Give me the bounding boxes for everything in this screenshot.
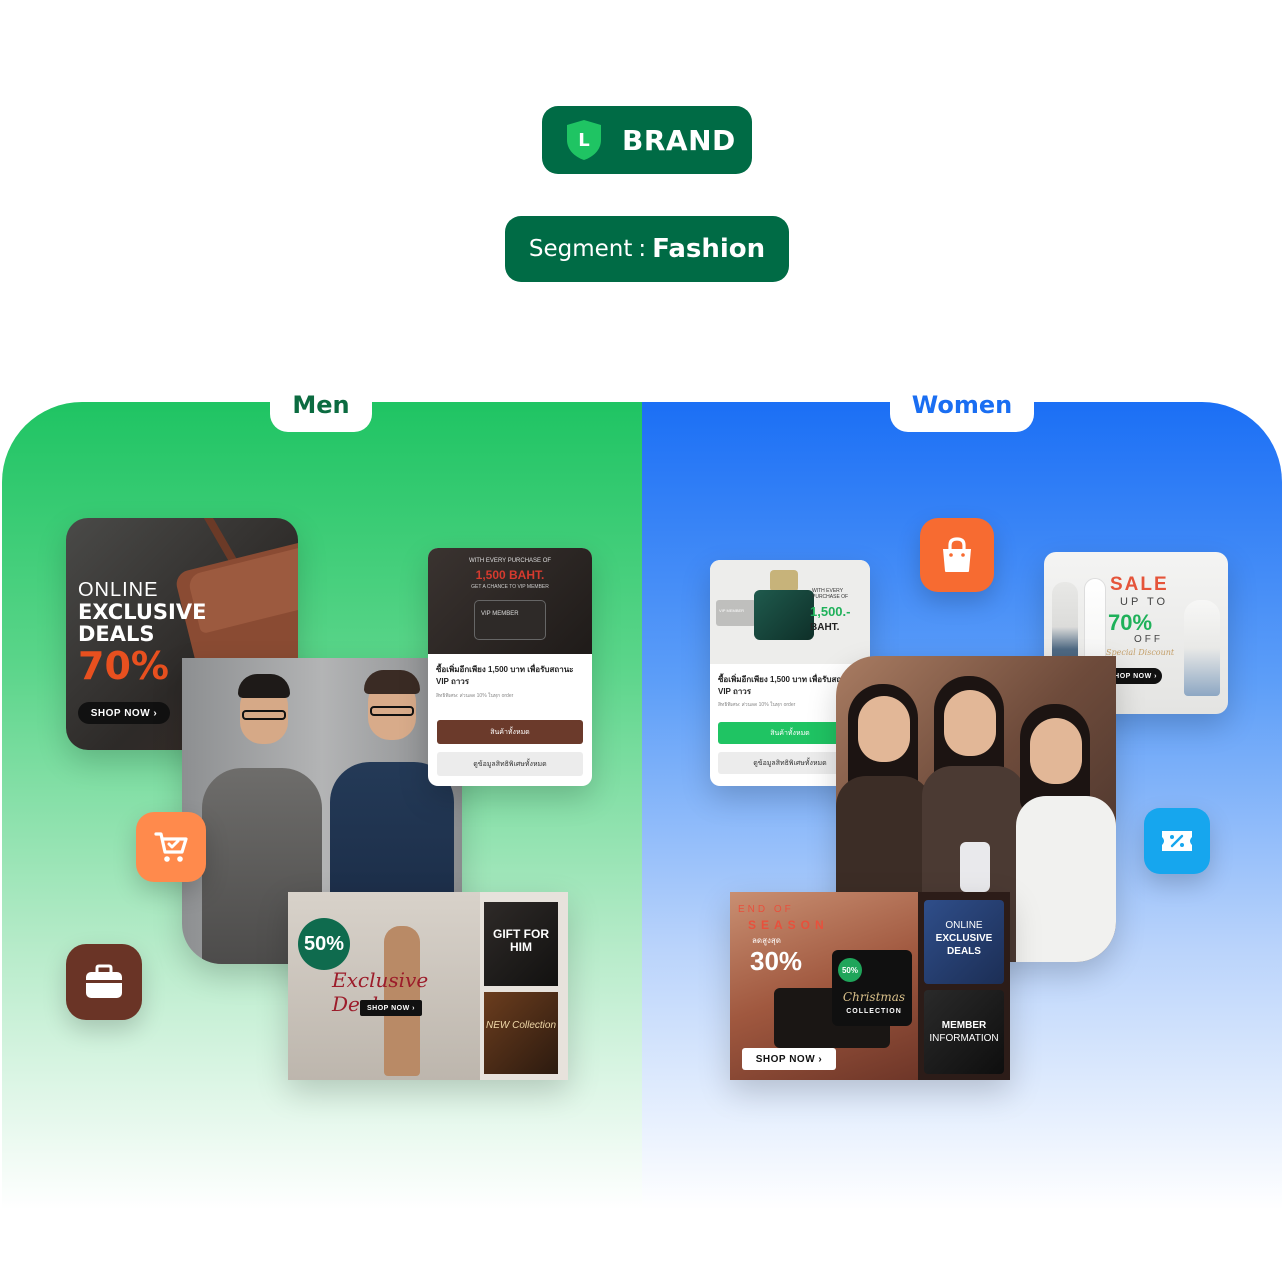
perfume-cap xyxy=(770,570,798,592)
briefcase-icon xyxy=(66,944,142,1020)
brand-logo-letter: L xyxy=(578,130,589,151)
all-products-button[interactable]: สินค้าทั้งหมด xyxy=(437,720,583,744)
sale-percent: 70% xyxy=(1108,610,1153,635)
woman-face xyxy=(1030,718,1082,784)
sale-off: OFF xyxy=(1134,634,1163,645)
bag-banner-text: ONLINE EXCLUSIVE DEALS 70% xyxy=(78,580,206,687)
segment-label: Segment xyxy=(528,236,633,262)
season-shop-now-button[interactable]: SHOP NOW › xyxy=(742,1048,836,1070)
segment-separator: : xyxy=(638,236,647,262)
perfume-currency: BAHT. xyxy=(810,622,840,633)
perfume-note: สิทธิพิเศษ: ส่วนลด 10% ในทุก order xyxy=(718,702,796,708)
shopping-cart-icon xyxy=(136,812,206,882)
bag-line-online: ONLINE xyxy=(78,579,159,601)
season-max-discount: ลดสูงสุด xyxy=(752,936,781,945)
bag-line-exclusive: EXCLUSIVE xyxy=(78,600,207,624)
season-main-image: END OF SEASON ลดสูงสุด 30% 50% Christmas… xyxy=(730,892,918,1080)
shopping-bag-icon-svg xyxy=(943,537,971,572)
smartphone-icon xyxy=(960,842,990,892)
vip-note: สิทธิพิเศษ: ส่วนลด 10% ในทุก order xyxy=(436,693,514,699)
glasses-icon xyxy=(242,710,286,720)
perfume-description: ซื้อเพิ่มอีกเพียง 1,500 บาท เพื่อรับสถาน… xyxy=(718,675,856,696)
deals-discount-badge: 50% xyxy=(298,918,350,970)
men-deals-banner[interactable]: 50% Exclusive Deals SHOP NOW › GIFT FOR … xyxy=(288,892,568,1080)
christmas-discount-badge: 50% xyxy=(838,958,862,982)
tile-member: MEMBER xyxy=(941,1020,987,1031)
new-collection-tile[interactable]: NEW Collection xyxy=(484,992,558,1074)
perfume-header: VIP MEMBER WITH EVERY PURCHASE OF 1,500.… xyxy=(710,560,870,664)
bag-percent: 70% xyxy=(78,644,169,689)
men-vip-card: WITH EVERY PURCHASE OF 1,500 BAHT. GET A… xyxy=(428,548,592,786)
woman-right-outfit xyxy=(1016,796,1116,962)
perfume-line-purchase: WITH EVERY PURCHASE OF xyxy=(812,588,849,600)
perfume-body: ซื้อเพิ่มอีกเพียง 1,500 บาท เพื่อรับสถาน… xyxy=(718,674,864,709)
shopping-bag-icon xyxy=(920,518,994,592)
view-privileges-button[interactable]: ดูข้อมูลสิทธิพิเศษทั้งหมด xyxy=(718,752,862,774)
sale-up-to: UP TO xyxy=(1120,596,1169,608)
season-season: SEASON xyxy=(748,918,829,932)
season-percent: 30% xyxy=(750,946,803,976)
glasses-icon xyxy=(370,706,414,716)
segment-value: Fashion xyxy=(652,234,766,264)
tab-men[interactable]: Men xyxy=(270,378,372,432)
christmas-title: Christmas xyxy=(842,990,906,1004)
new-collection-label: NEW Collection xyxy=(485,1020,557,1031)
tile-exclusive: EXCLUSIVE xyxy=(935,933,993,944)
bag-shop-now-button[interactable]: SHOP NOW › xyxy=(78,702,170,724)
segment-badge: Segment : Fashion xyxy=(505,216,789,282)
tile-online: ONLINE xyxy=(945,920,983,931)
shopping-cart-icon-svg xyxy=(154,832,188,862)
vip-description: ซื้อเพิ่มอีกเพียง 1,500 บาท เพื่อรับสถาน… xyxy=(436,665,574,686)
discount-ticket-icon xyxy=(1144,808,1210,874)
women-sale-banner[interactable]: SALE UP TO 70% OFF Special Discount SHOP… xyxy=(1044,552,1228,714)
model-figure xyxy=(1184,600,1220,696)
all-products-button[interactable]: สินค้าทั้งหมด xyxy=(718,722,862,744)
vip-member-card: VIP MEMBER xyxy=(474,600,546,640)
view-privileges-button[interactable]: ดูข้อมูลสิทธิพิเศษทั้งหมด xyxy=(437,752,583,776)
tab-women[interactable]: Women xyxy=(890,378,1034,432)
deals-shop-now-button[interactable]: SHOP NOW › xyxy=(360,1000,422,1016)
perfume-bottle-image xyxy=(754,590,814,640)
brand-badge: L BRAND xyxy=(542,106,752,174)
perfume-amount: 1,500.- xyxy=(810,604,851,619)
vip-card-header: WITH EVERY PURCHASE OF 1,500 BAHT. GET A… xyxy=(428,548,592,654)
brand-label: BRAND xyxy=(622,123,736,157)
christmas-subtitle: COLLECTION xyxy=(846,1008,902,1015)
sale-special: Special Discount xyxy=(1106,648,1175,657)
gift-for-him-tile[interactable]: GIFT FOR HIM xyxy=(484,902,558,986)
season-end-of: END OF xyxy=(738,904,794,915)
vip-line-chance: GET A CHANCE TO VIP MEMBER xyxy=(471,584,549,590)
discount-ticket-icon-svg xyxy=(1162,831,1192,851)
christmas-collection-tile: 50% Christmas COLLECTION xyxy=(832,950,912,1026)
member-information-tile[interactable]: MEMBER INFORMATION xyxy=(924,990,1004,1074)
deals-main-image: 50% Exclusive Deals SHOP NOW › xyxy=(288,892,480,1080)
tile-information: INFORMATION xyxy=(929,1033,999,1044)
sale-shop-now-button[interactable]: SHOP NOW › xyxy=(1104,668,1162,684)
bag-line-deals: DEALS xyxy=(78,622,155,647)
shield-logo-icon: L xyxy=(567,120,601,160)
man-left-hair xyxy=(238,674,290,698)
briefcase-icon-svg xyxy=(86,964,122,998)
vip-card-body: ซื้อเพิ่มอีกเพียง 1,500 บาท เพื่อรับสถาน… xyxy=(436,664,584,700)
gift-for-him-label: GIFT FOR HIM xyxy=(493,927,549,955)
man-right-hair xyxy=(364,670,420,694)
tile-deals: DEALS xyxy=(947,946,981,957)
perfume-vip-tag: VIP MEMBER xyxy=(716,600,756,626)
women-season-banner[interactable]: END OF SEASON ลดสูงสุด 30% 50% Christmas… xyxy=(730,892,1010,1080)
vip-line-purchase: WITH EVERY PURCHASE OF xyxy=(468,558,552,564)
woman-face xyxy=(944,690,996,756)
sale-title: SALE xyxy=(1110,574,1169,595)
woman-face xyxy=(858,696,910,762)
vip-amount: 1,500 BAHT. xyxy=(475,568,545,582)
online-exclusive-deals-tile[interactable]: ONLINE EXCLUSIVE DEALS xyxy=(924,900,1004,984)
